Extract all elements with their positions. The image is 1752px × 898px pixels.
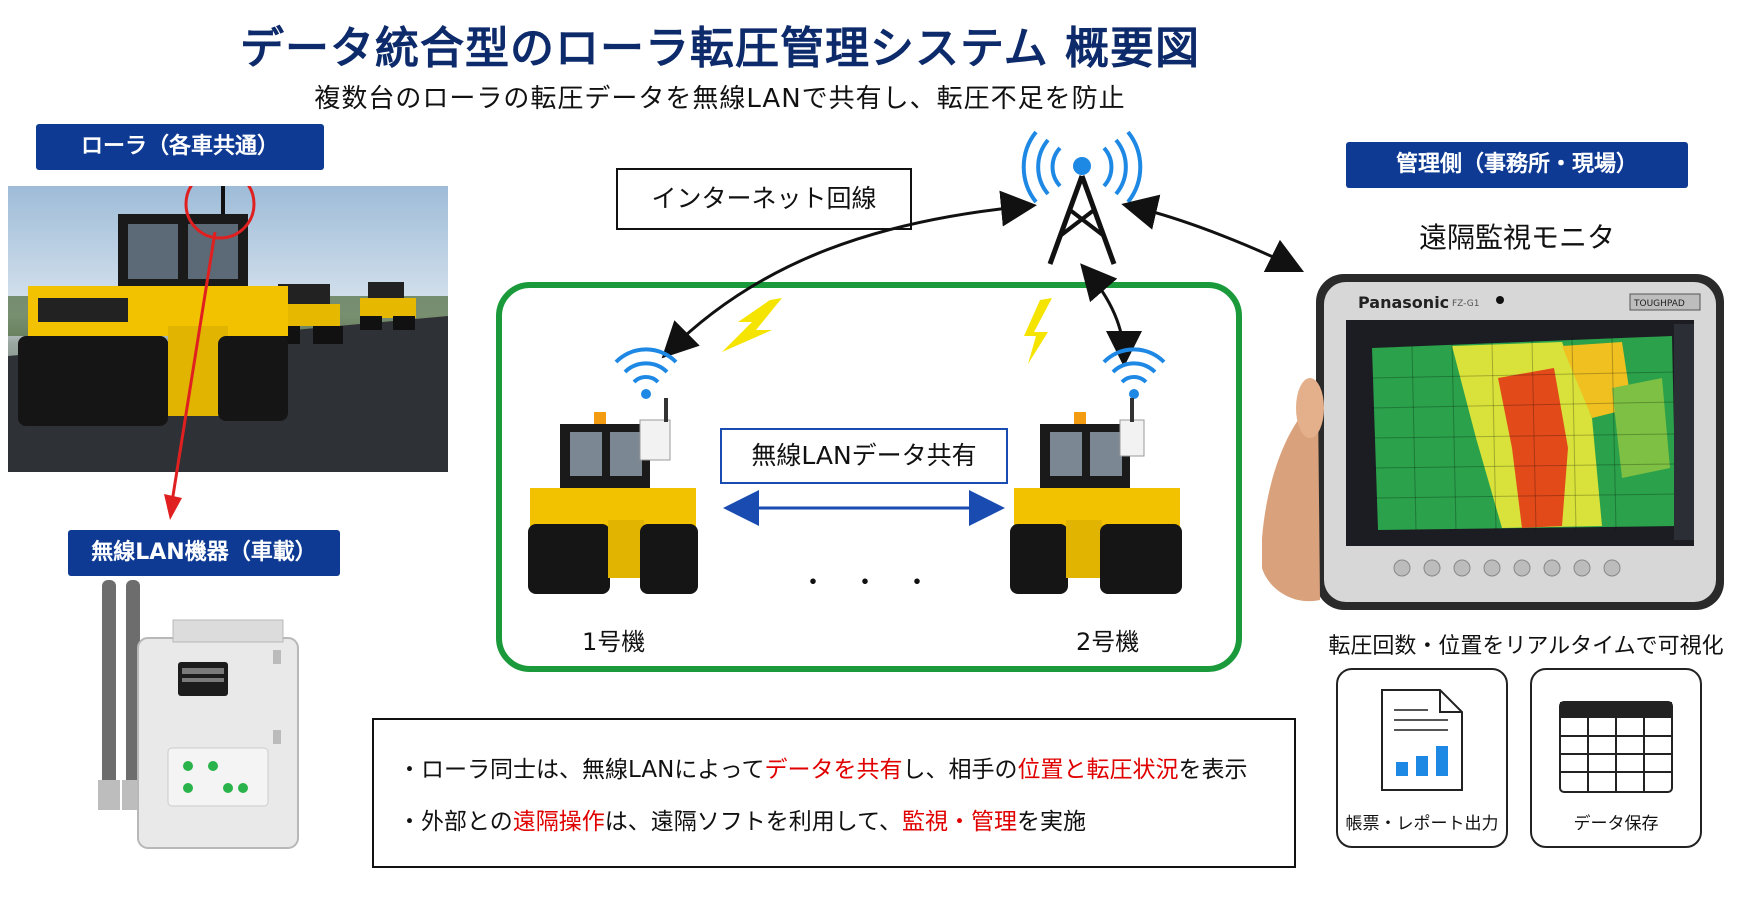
- data-storage-label: データ保存: [1573, 814, 1659, 834]
- antenna-tower-icon: [1021, 130, 1143, 265]
- wifi-icon: [1102, 347, 1166, 399]
- unit2-label: 2号機: [1076, 628, 1140, 656]
- visualization-caption: 転圧回数・位置をリアルタイムで可視化: [1328, 634, 1724, 659]
- roller-photo: [8, 186, 448, 472]
- roller-tag: ローラ（各車共通）: [36, 124, 324, 170]
- page-subtitle: 複数台のローラの転圧データを無線LANで共有し、転圧不足を防止: [314, 84, 1126, 114]
- tower-office-arrow: [1121, 194, 1305, 273]
- note-text: し、相手の: [902, 757, 1018, 783]
- roller-far-2: [360, 282, 416, 330]
- note-text: ・ローラ同士は、無線LANによって: [398, 757, 765, 783]
- data-storage-card: データ保存: [1530, 668, 1702, 848]
- note-text: を実施: [1016, 809, 1086, 835]
- page-title: データ統合型のローラ転圧管理システム 概要図: [240, 23, 1200, 74]
- roller-main: [18, 186, 288, 426]
- antenna-highlight-circle: [184, 186, 256, 240]
- heatmap-display: [1372, 336, 1676, 530]
- data-share-label: 無線LANデータ共有: [720, 428, 1008, 484]
- unit1-label: 1号機: [582, 628, 646, 656]
- note-line-1: ・ローラ同士は、無線LANによってデータを共有し、相手の位置と転圧状況を表示: [398, 750, 1247, 784]
- notes-box: ・ローラ同士は、無線LANによってデータを共有し、相手の位置と転圧状況を表示 ・…: [372, 718, 1296, 868]
- table-icon: [1559, 701, 1673, 793]
- tablet-image: Panasonic FZ-G1 TOUGHPAD: [1262, 274, 1724, 610]
- note-highlight: データを共有: [764, 757, 903, 783]
- roller-unit-2: [1010, 398, 1182, 594]
- tablet-badge: TOUGHPAD: [1633, 299, 1685, 309]
- device-tag: 無線LAN機器（車載）: [68, 530, 340, 576]
- red-pointer-arrow: [164, 232, 217, 520]
- roller-unit-1: [528, 398, 698, 594]
- internet-arrow: [661, 190, 1037, 359]
- report-output-card: 帳票・レポート出力: [1336, 668, 1508, 848]
- office-tag: 管理側（事務所・現場）: [1346, 142, 1688, 188]
- lightning-icon: [722, 298, 782, 352]
- note-text: ・外部との: [398, 809, 513, 835]
- note-highlight: 位置と転圧状況: [1017, 757, 1179, 783]
- note-text: は、遠隔ソフトを利用して、: [604, 809, 902, 835]
- wireless-device-image: [98, 580, 299, 849]
- report-output-label: 帳票・レポート出力: [1345, 814, 1499, 834]
- note-highlight: 監視・管理: [901, 809, 1017, 835]
- hand: [1262, 398, 1320, 602]
- note-highlight: 遠隔操作: [512, 809, 605, 835]
- tablet-model: FZ-G1: [1452, 299, 1479, 309]
- note-line-2: ・外部との遠隔操作は、遠隔ソフトを利用して、監視・管理を実施: [398, 802, 1086, 836]
- report-icon: [1381, 689, 1463, 791]
- note-text: を表示: [1178, 757, 1248, 783]
- monitor-title: 遠隔監視モニタ: [1418, 221, 1615, 254]
- tablet-brand: Panasonic: [1358, 293, 1449, 312]
- wifi-icon: [614, 347, 678, 399]
- tower-unit2-arrow: [1080, 263, 1142, 367]
- ellipsis-dots: ・ ・ ・: [800, 568, 931, 598]
- lightning-icon: [1024, 298, 1052, 364]
